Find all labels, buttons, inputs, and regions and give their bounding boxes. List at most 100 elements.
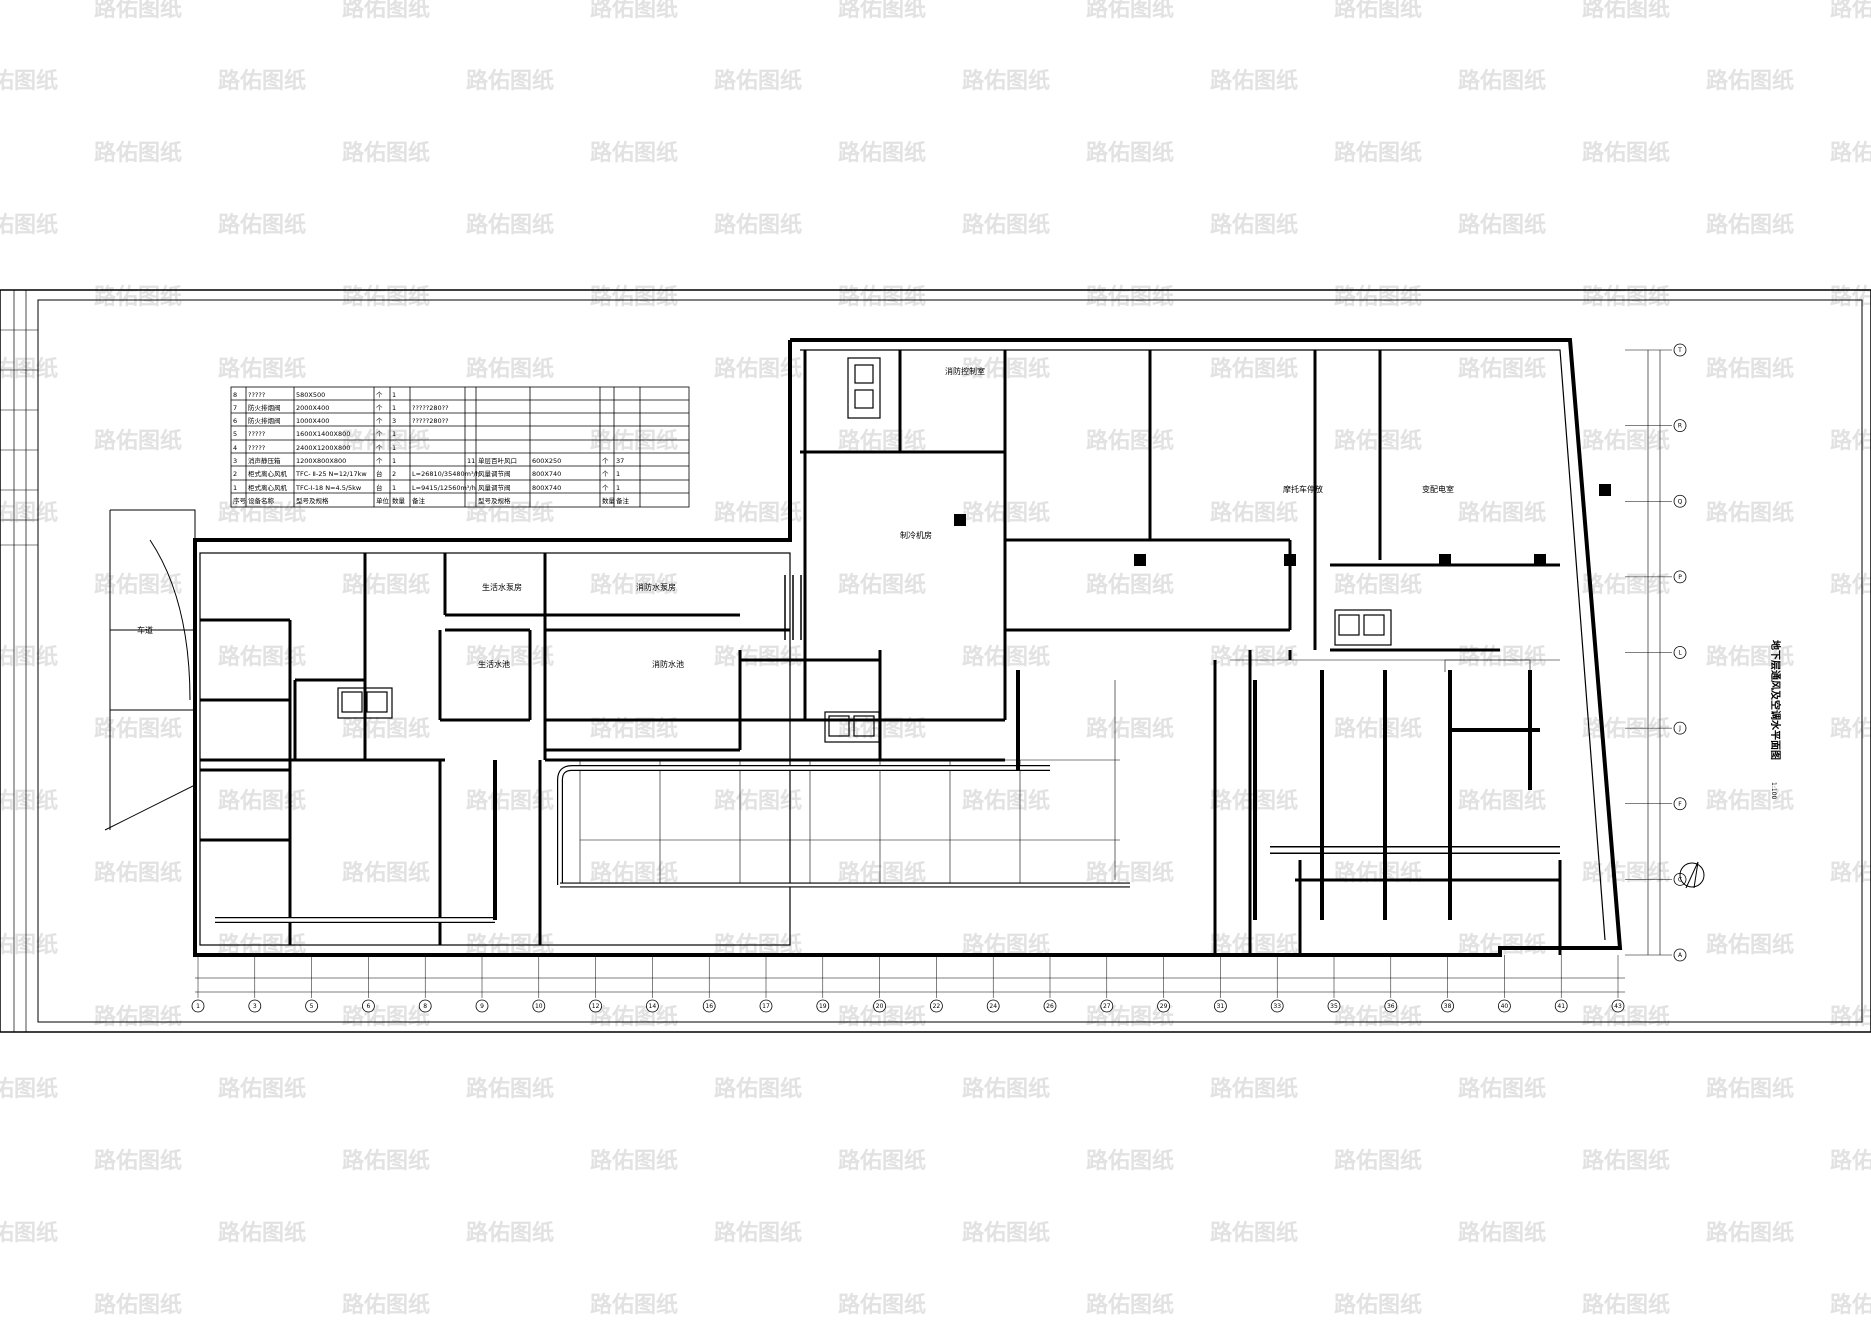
watermark-text: 路佑图纸 [1458, 500, 1546, 526]
watermark-text: 路佑图纸 [218, 68, 306, 94]
axis-bubble [1441, 999, 1454, 1013]
axis-label: 43 [1614, 1003, 1622, 1010]
watermark-text: 路佑图纸 [466, 644, 554, 670]
table-cell: 1 [392, 404, 396, 412]
axis-label: C [1678, 876, 1682, 883]
watermark-text: 路佑图纸 [1706, 500, 1794, 526]
room-fire-control: 消防控制室 [945, 366, 985, 376]
table-cell: 1200X800X800 [296, 457, 346, 465]
room-domestic-pool: 生活水池 [478, 659, 510, 669]
table-cell: 1 [392, 484, 396, 492]
watermark-text: 路佑图纸 [0, 788, 58, 814]
watermark-text: 路佑图纸 [714, 500, 802, 526]
table-cell: 3 [392, 417, 396, 425]
table-cell: 个 [376, 457, 383, 465]
watermark-text: 路佑图纸 [714, 788, 802, 814]
watermark-text: 路佑图纸 [1086, 0, 1174, 22]
table-cell: 1000X400 [296, 417, 329, 425]
axis-label: L [1678, 650, 1682, 657]
table-cell: 个 [376, 430, 383, 438]
watermark-text: 路佑图纸 [342, 716, 430, 742]
watermark-text: 路佑图纸 [218, 212, 306, 238]
table-cell: 2 [233, 470, 237, 478]
table-cell: 2400X1200X800 [296, 444, 350, 452]
equipment-table [230, 386, 690, 508]
table-cell: 风量调节阀 [478, 469, 511, 478]
watermark-text: 路佑图纸 [714, 644, 802, 670]
axis-bubble [589, 999, 602, 1013]
table-cell: 11 [467, 457, 475, 465]
table-cell: L=9415/12560m³/h [412, 484, 476, 492]
watermark-text: 路佑图纸 [1830, 1148, 1871, 1174]
table-header: 数量 [392, 496, 406, 505]
watermark-text: 路佑图纸 [0, 1220, 58, 1246]
axis-bubble [1043, 999, 1057, 1013]
watermark-text: 路佑图纸 [1210, 644, 1298, 670]
table-cell: 个 [602, 470, 609, 478]
watermark-text: 路佑图纸 [1830, 572, 1871, 598]
watermark-text: 路佑图纸 [342, 284, 430, 310]
room-fire-pump: 消防水泵房 [636, 582, 676, 592]
table-cell: ?????280?? [412, 404, 449, 412]
axis-label: 8 [423, 1003, 427, 1010]
table-header: 序号 [233, 496, 247, 505]
watermark-text: 路佑图纸 [466, 212, 554, 238]
axis-bubble [1100, 999, 1114, 1013]
watermark-text: 路佑图纸 [1582, 1292, 1670, 1318]
room-chiller: 制冷机房 [900, 530, 932, 540]
room-labels: 消防控制室 制冷机房 摩托车停放 变配电室 生活水泵房 消防水泵房 生活水池 消… [137, 366, 1454, 669]
watermark-text: 路佑图纸 [0, 212, 58, 238]
watermark-text: 路佑图纸 [342, 0, 430, 22]
table-cell: 2 [392, 470, 396, 478]
watermark-text: 路佑图纸 [342, 1292, 430, 1318]
table-cell: 3 [233, 457, 237, 465]
axis-label: F [1678, 801, 1682, 808]
table-cell: 5 [233, 430, 237, 438]
column [1284, 554, 1296, 566]
axis-label: P [1678, 574, 1682, 581]
watermark-text: 路佑图纸 [0, 932, 58, 958]
watermark-text: 路佑图纸 [1582, 140, 1670, 166]
watermark-text: 路佑图纸 [1706, 1220, 1794, 1246]
table-cell: 600X250 [532, 457, 561, 465]
axis-bubble [475, 999, 489, 1013]
room-fire-pool: 消防水池 [652, 659, 684, 669]
axis-label: 35 [1330, 1003, 1338, 1010]
watermark-text: 路佑图纸 [1706, 212, 1794, 238]
table-header: 型号及规格 [478, 496, 511, 505]
table-cell: 7 [233, 404, 237, 412]
watermark-text: 路佑图纸 [590, 284, 678, 310]
table-cell: 个 [376, 391, 383, 399]
watermark-text: 路佑图纸 [1334, 1292, 1422, 1318]
axis-label: 14 [649, 1003, 657, 1010]
axis-label: 3 [253, 1003, 257, 1010]
table-cell: 防火排烟阀 [248, 416, 281, 425]
building-outline [193, 338, 1623, 957]
watermark-text: 路佑图纸 [590, 1004, 678, 1030]
drawing-title: 地下层通风及空调水平面图 [1769, 640, 1782, 760]
table-cell: 2000X400 [296, 404, 329, 412]
watermark-text: 路佑图纸 [714, 356, 802, 382]
watermark-text: 路佑图纸 [962, 68, 1050, 94]
table-cell: 580X500 [296, 391, 325, 399]
table-header: 备注 [412, 496, 426, 505]
watermark-text: 路佑图纸 [1210, 500, 1298, 526]
watermark-text: 路佑图纸 [1334, 1004, 1422, 1030]
watermark-text: 路佑图纸 [1210, 1220, 1298, 1246]
elevators [337, 357, 1392, 743]
axis-bubble [1157, 999, 1170, 1013]
axis-bubble [816, 999, 830, 1013]
watermark-text: 路佑图纸 [1830, 284, 1871, 310]
interior-walls [200, 350, 1562, 955]
watermark-text: 路佑图纸 [590, 860, 678, 886]
table-cell: ????? [248, 444, 265, 452]
watermark-text: 路佑图纸 [466, 500, 554, 526]
watermark-text: 路佑图纸 [1458, 788, 1546, 814]
table-header: 型号及规格 [296, 496, 329, 505]
watermark-text: 路佑图纸 [342, 1148, 430, 1174]
watermark-text: 路佑图纸 [838, 860, 926, 886]
table-cell: 防火排烟阀 [248, 403, 281, 412]
watermark-text: 路佑图纸 [1582, 716, 1670, 742]
watermark-text: 路佑图纸 [1334, 716, 1422, 742]
